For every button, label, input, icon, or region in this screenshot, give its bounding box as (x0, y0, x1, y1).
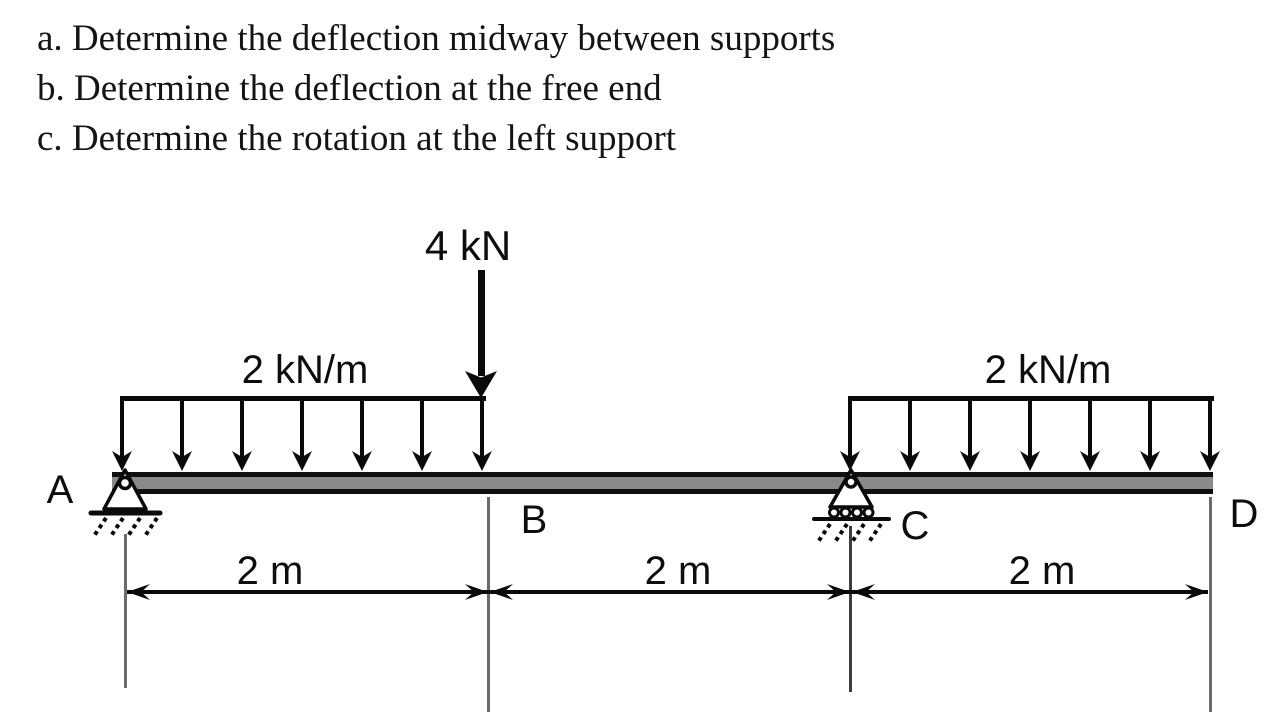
node-label-b: B (520, 498, 548, 542)
udl-arrow-icon (1200, 399, 1220, 471)
extension-line-a (124, 534, 127, 688)
node-label-d: D (1229, 492, 1259, 536)
dimension-label-2: 2 m (644, 549, 712, 593)
dimension-label-3: 2 m (1008, 549, 1076, 593)
dimension-label-1: 2 m (236, 549, 304, 593)
roller-support-icon (812, 468, 891, 544)
point-load-label: 4 kN (424, 222, 512, 269)
udl-arrow-icon (292, 399, 312, 471)
pin-support-icon (88, 468, 163, 538)
udl-arrow-icon (840, 399, 860, 471)
udl-arrow-icon (472, 399, 492, 471)
point-load-arrow-icon (465, 270, 497, 398)
problem-line-b: b. Determine the deflection at the free … (37, 68, 662, 109)
udl-arrow-icon (960, 399, 980, 471)
udl-arrow-icon (352, 399, 372, 471)
node-label-a: A (46, 468, 74, 512)
udl-left-label: 2 kN/m (241, 348, 369, 392)
udl-right-label: 2 kN/m (984, 348, 1112, 392)
udl-arrow-icon (232, 399, 252, 471)
problem-line-c: c. Determine the rotation at the left su… (37, 118, 677, 159)
udl-arrow-icon (1080, 399, 1100, 471)
udl-arrow-icon (172, 399, 192, 471)
extension-line-c (849, 526, 852, 692)
extension-line-d (1209, 497, 1212, 712)
node-label-c: C (900, 504, 930, 548)
udl-arrow-icon (1140, 399, 1160, 471)
udl-arrow-icon (900, 399, 920, 471)
udl-arrow-icon (1020, 399, 1040, 471)
problem-statement: a. Determine the deflection midway betwe… (37, 14, 835, 164)
udl-arrow-icon (412, 399, 432, 471)
problem-line-a: a. Determine the deflection midway betwe… (37, 18, 836, 59)
beam (112, 472, 1213, 494)
udl-arrow-icon (112, 399, 132, 471)
extension-line-b (487, 497, 490, 712)
dimension-line (127, 590, 1208, 594)
